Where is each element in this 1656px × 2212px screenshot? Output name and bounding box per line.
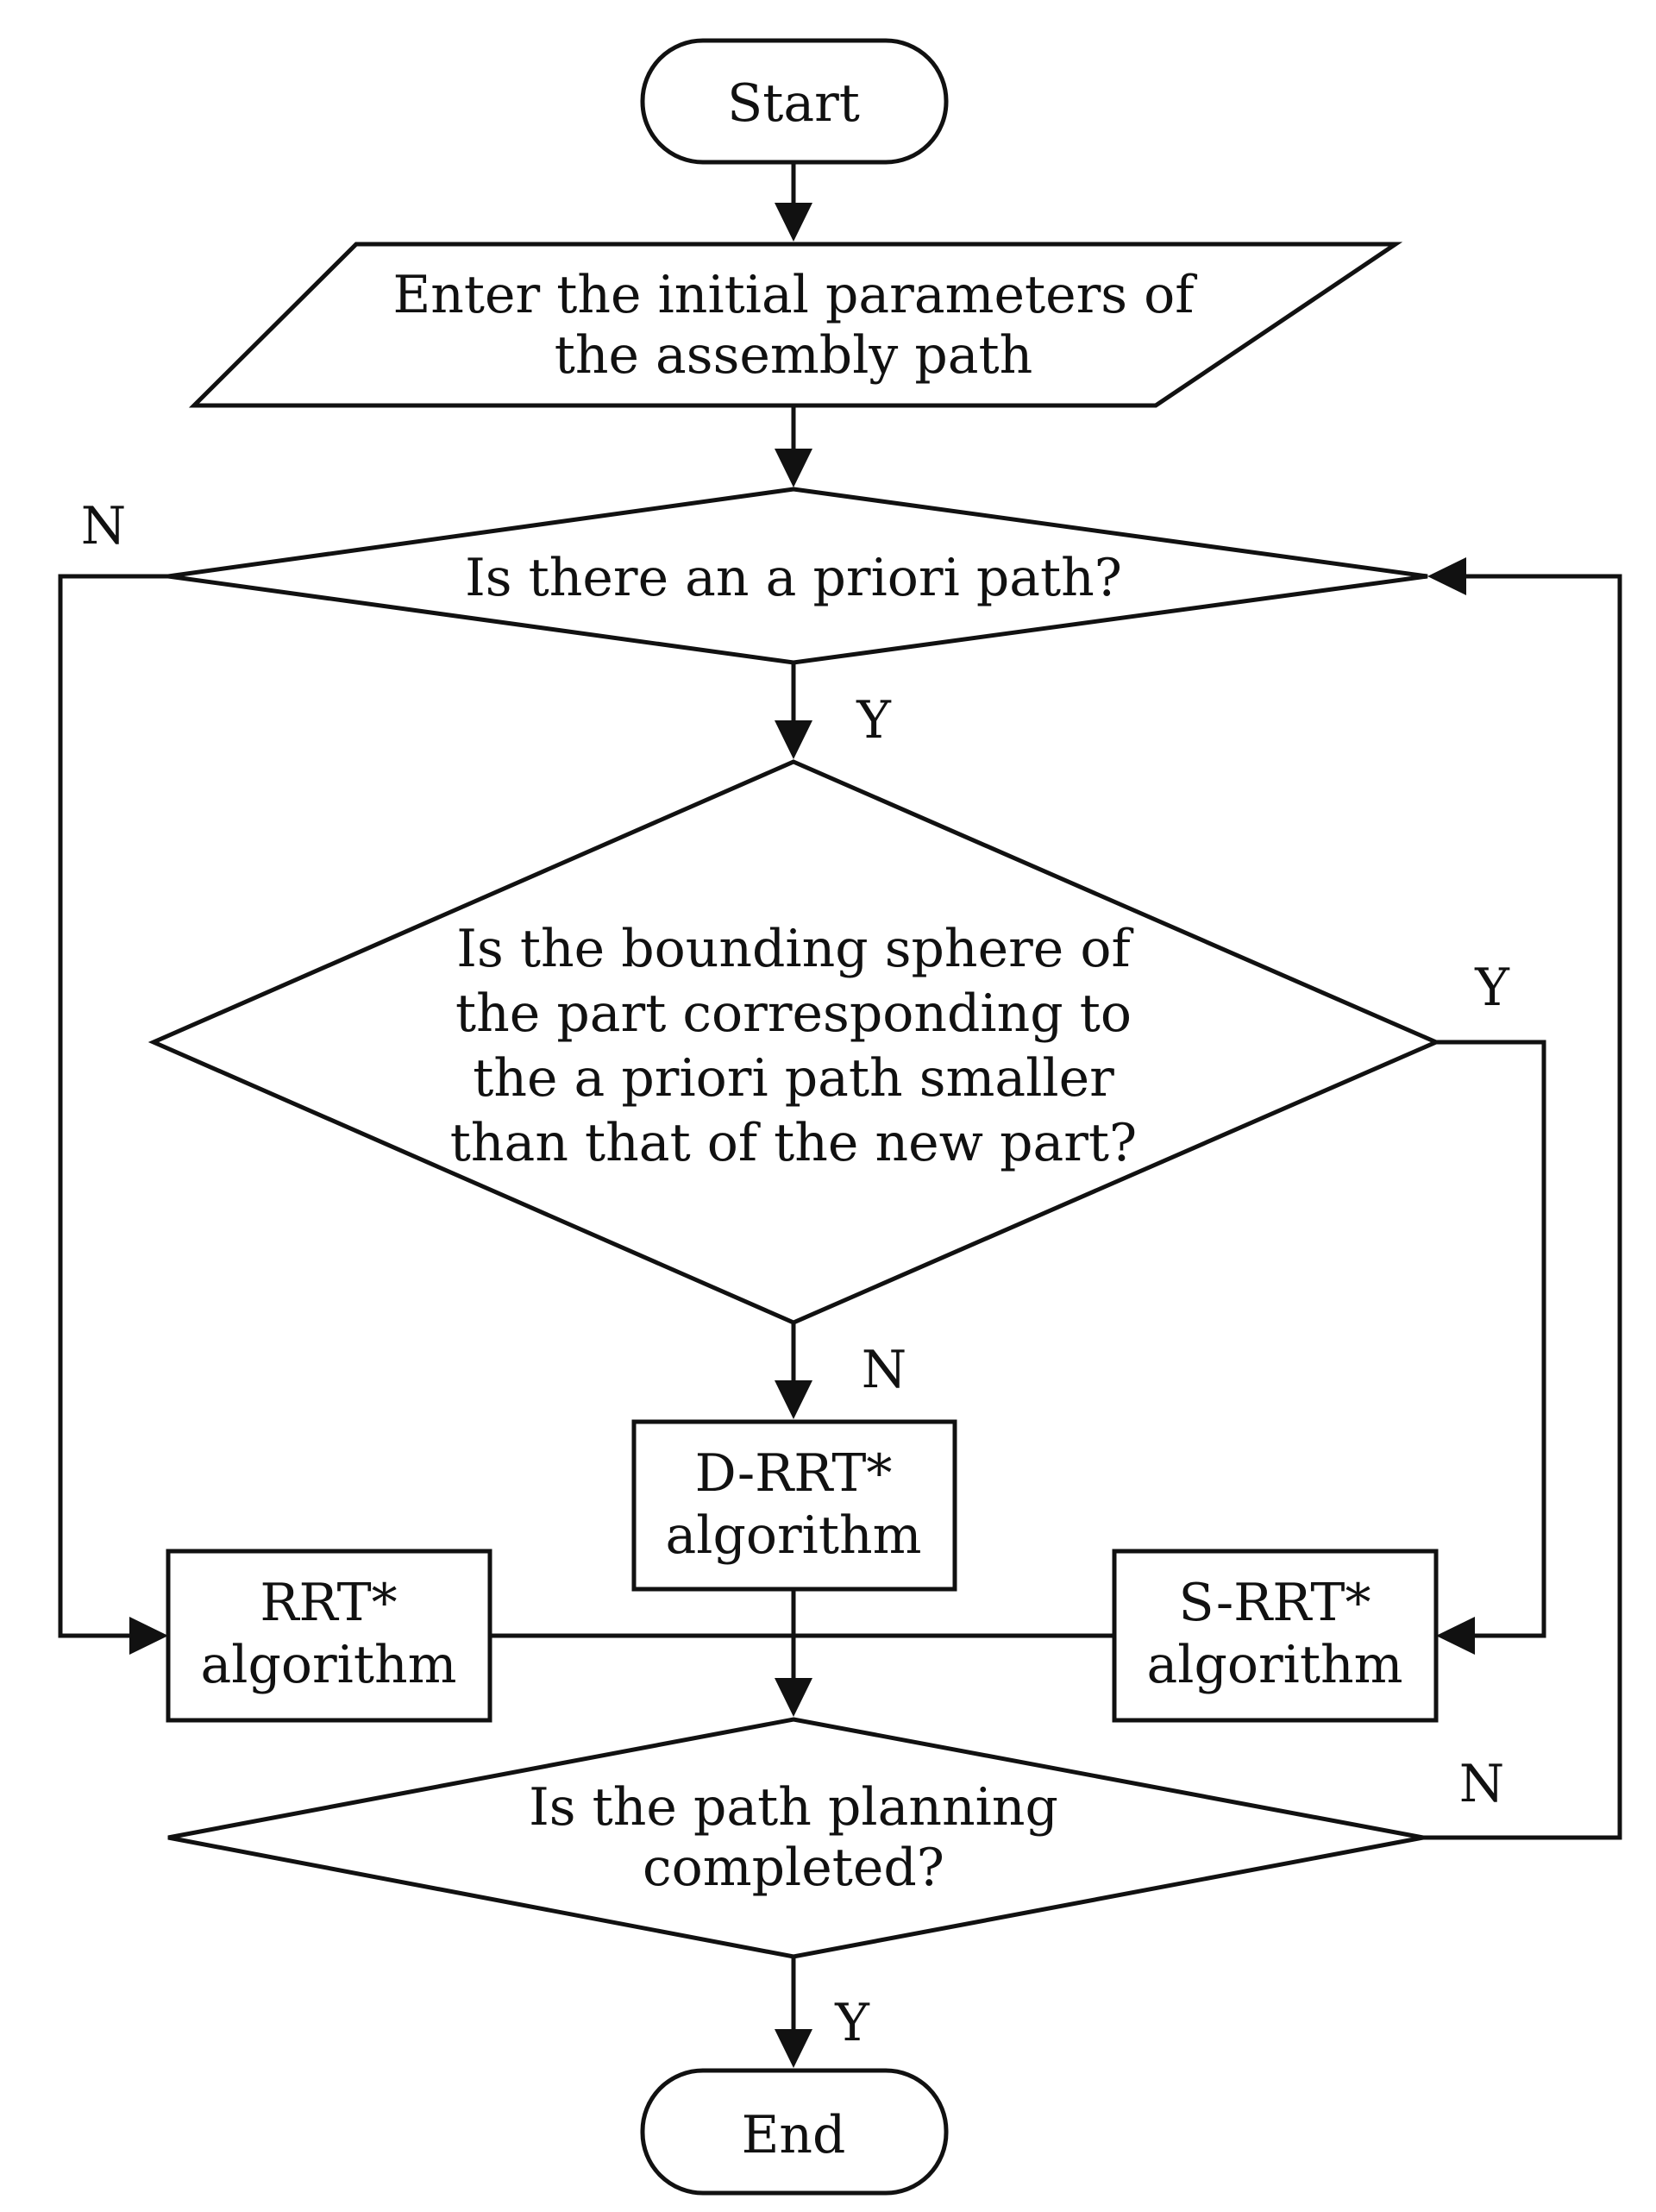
start-node: Start (640, 38, 949, 165)
start-terminal-shape (640, 38, 949, 165)
s-rrt-process-box (1112, 1549, 1439, 1723)
edge-prior-to-rrt (58, 574, 168, 1638)
decision-prior-label: Is there an a priori path? (465, 548, 1122, 608)
d-rrt-node: D-RRT* algorithm (631, 1419, 957, 1592)
label-sphere-no: N (862, 1340, 907, 1400)
decision-sphere-node: Is the bounding sphere of the part corre… (147, 759, 1442, 1325)
decision-sphere-label-line-2: the part corresponding to (455, 983, 1132, 1044)
rrt-process-box (166, 1549, 492, 1723)
label-prior-yes: Y (856, 690, 892, 751)
end-node: End (640, 2068, 949, 2196)
arrowhead-sphere-to-drrt (775, 1380, 812, 1419)
s-rrt-label-line-2: algorithm (1146, 1635, 1402, 1695)
edge-done-to-prior (1423, 574, 1622, 1840)
start-label: Start (727, 73, 860, 134)
input-node: Enter the initial parameters of the asse… (188, 242, 1403, 408)
decision-sphere-label-line-3: the a priori path smaller (473, 1048, 1114, 1109)
input-label-line-1: Enter the initial parameters of (392, 265, 1197, 325)
arrowhead-drrt-to-done (775, 1678, 812, 1717)
decision-prior-diamond (167, 487, 1428, 665)
input-label-line-2: the assembly path (555, 325, 1033, 386)
rrt-node: RRT* algorithm (166, 1549, 492, 1723)
d-rrt-label-line-1: D-RRT* (695, 1443, 893, 1504)
s-rrt-label-line-1: S-RRT* (1179, 1573, 1371, 1633)
s-rrt-node: S-RRT* algorithm (1112, 1549, 1439, 1723)
rrt-label-line-1: RRT* (260, 1573, 397, 1633)
decision-done-diamond (167, 1717, 1424, 1959)
arrowhead-done-to-end (775, 2029, 812, 2068)
decision-sphere-diamond (147, 759, 1442, 1325)
d-rrt-process-box (631, 1419, 957, 1592)
decision-done-node: Is the path planning completed? (167, 1717, 1424, 1959)
arrowhead-prior-to-sphere (775, 720, 812, 759)
rrt-label-line-2: algorithm (200, 1635, 456, 1695)
input-parallelogram-shape (188, 242, 1403, 408)
arrowhead-done-to-prior (1427, 557, 1466, 595)
arrowhead-input-to-prior (775, 449, 812, 487)
end-label: End (742, 2105, 846, 2165)
label-done-no: N (1459, 1754, 1505, 1814)
arrowhead-start-to-input (775, 203, 812, 242)
end-terminal-shape (640, 2068, 949, 2196)
arrowhead-sphere-to-srrt (1436, 1617, 1475, 1655)
label-sphere-yes: Y (1474, 958, 1510, 1018)
decision-sphere-label-line-4: than that of the new part? (450, 1113, 1137, 1173)
d-rrt-label-line-2: algorithm (665, 1505, 921, 1566)
decision-prior-node: Is there an a priori path? (167, 487, 1428, 665)
decision-done-label-line-2: completed? (643, 1838, 944, 1898)
decision-done-label-line-1: Is the path planning (529, 1777, 1058, 1838)
edge-labels: N Y Y N N Y (81, 496, 1510, 2053)
edge-sphere-to-srrt (1436, 1040, 1546, 1638)
edges (58, 162, 1622, 2068)
decision-sphere-label-line-1: Is the bounding sphere of (456, 919, 1133, 979)
arrowhead-prior-to-rrt (129, 1617, 168, 1655)
label-done-yes: Y (834, 1993, 870, 2053)
label-prior-no: N (81, 496, 127, 556)
